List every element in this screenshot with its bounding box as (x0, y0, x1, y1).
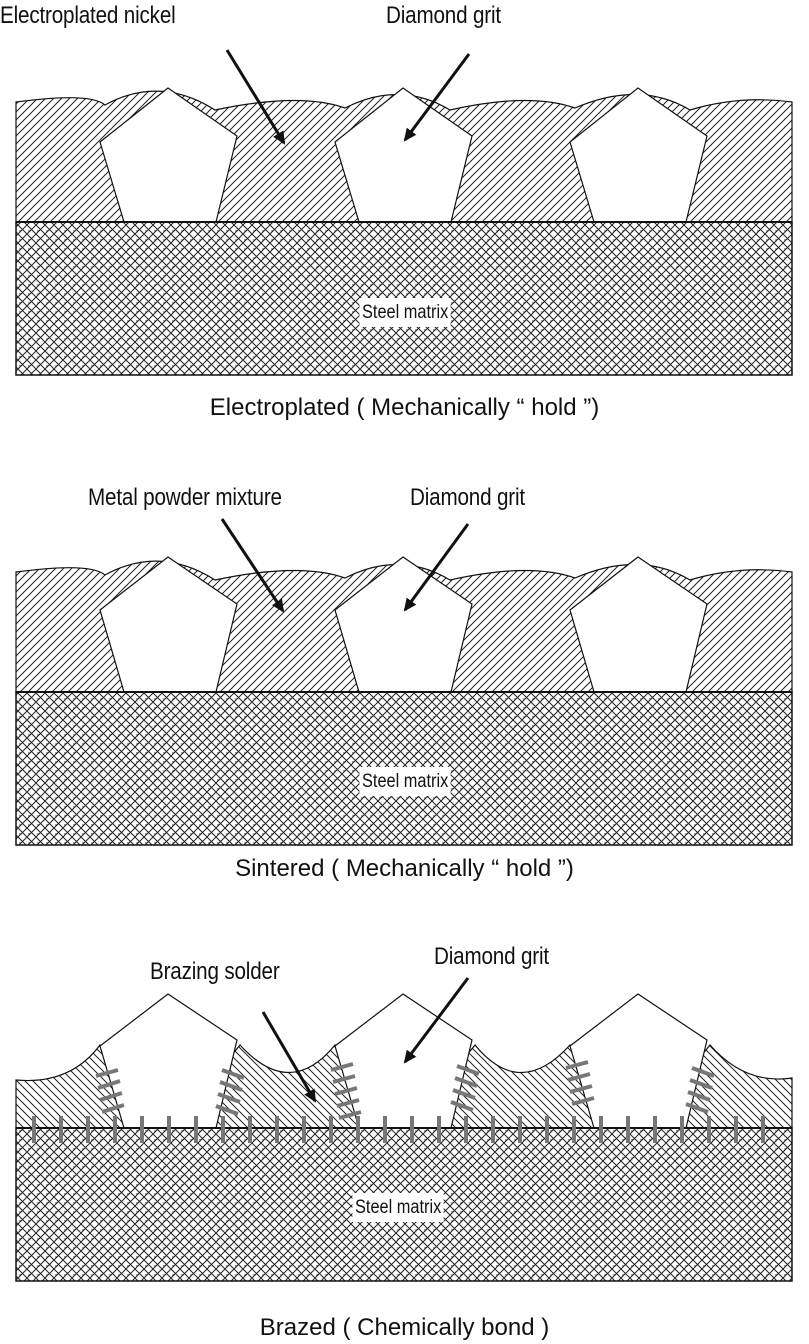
diamond-grit-shape (334, 87, 473, 223)
interface-bond-ticks (32, 1116, 765, 1143)
solder-arrow (261, 1011, 317, 1103)
steel-matrix-label: Steel matrix (352, 1193, 444, 1222)
grit-arrow (403, 523, 470, 612)
brazing-solder-label: Brazing solder (150, 958, 280, 985)
diamond-grit-shape (334, 993, 473, 1129)
electroplated-nickel-label: Electroplated nickel (0, 2, 176, 29)
diamond-grit-shape (569, 556, 708, 693)
diamond-grit-label: Diamond grit (410, 484, 525, 511)
panel-brazed (15, 977, 793, 1282)
grit-arrow (403, 977, 470, 1064)
diamond-grit-shape (569, 87, 708, 223)
panel-sintered (15, 518, 793, 846)
panel-caption: Brazed ( Chemically bond ) (259, 1314, 550, 1341)
grit-arrow (403, 53, 471, 142)
powder-arrow (220, 518, 285, 613)
diamond-grit-shape (569, 993, 708, 1129)
panel-caption: Electroplated ( Mechanically “ hold ”) (209, 394, 600, 421)
diamond-grit-shape (99, 556, 238, 693)
diamond-grit-label: Diamond grit (386, 2, 501, 29)
panel-caption: Sintered ( Mechanically “ hold ”) (235, 855, 574, 882)
diamond-grit-shape (334, 556, 473, 693)
panel-electroplated (15, 49, 793, 376)
nickel-arrow (225, 49, 286, 145)
metal-powder-label: Metal powder mixture (88, 484, 282, 511)
steel-matrix-label: Steel matrix (359, 298, 451, 327)
chemical-bond-marks (95, 1060, 715, 1120)
diamond-grit-shape (99, 87, 238, 223)
diamond-grit-label: Diamond grit (434, 943, 549, 970)
steel-matrix-label: Steel matrix (359, 767, 451, 796)
